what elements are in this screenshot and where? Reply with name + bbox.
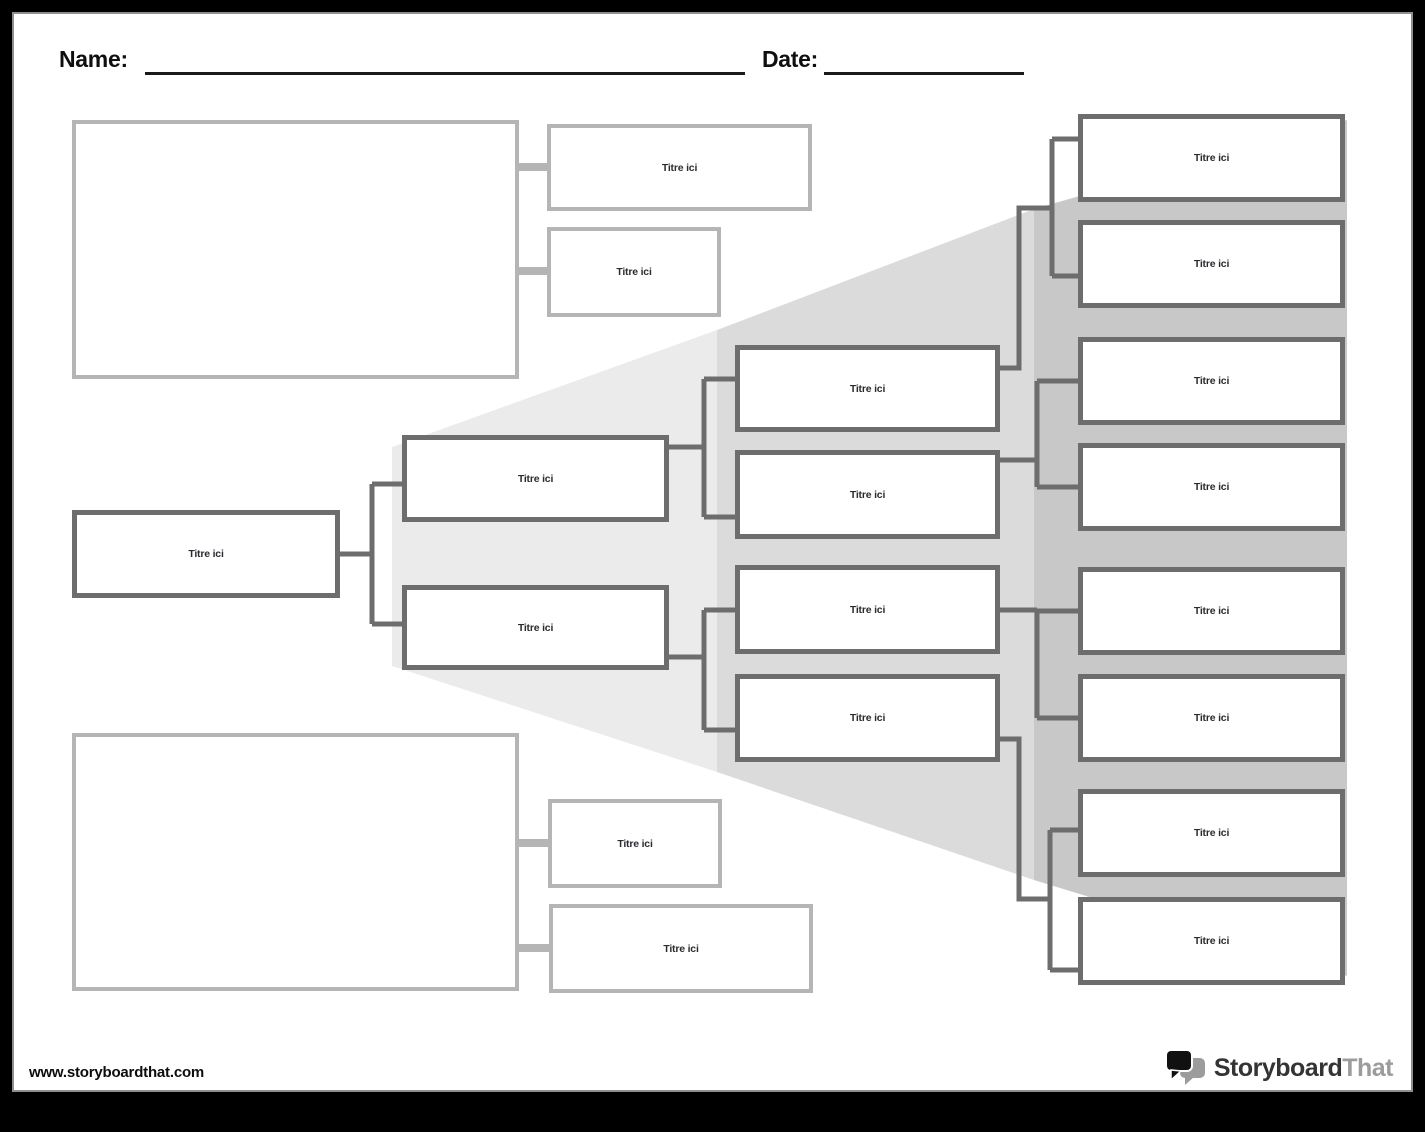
tree-l4-box-7[interactable]: Titre ici	[1078, 789, 1345, 877]
tree-l4-box-6[interactable]: Titre ici	[1078, 674, 1345, 762]
tree-l2-box-1-label: Titre ici	[517, 472, 554, 485]
tree-l3-box-3[interactable]: Titre ici	[735, 565, 1000, 654]
tree-l3-box-2[interactable]: Titre ici	[735, 450, 1000, 539]
notes-box-top[interactable]	[72, 120, 519, 379]
logo-part-that: That	[1342, 1053, 1393, 1082]
date-fill-line	[824, 50, 1024, 75]
tree-l3-box-3-label: Titre ici	[849, 603, 886, 616]
annex-connectors	[517, 163, 551, 952]
notes-box-bottom[interactable]	[72, 733, 519, 991]
wedge-mid	[717, 209, 1034, 880]
annex-bottom-box-2[interactable]: Titre ici	[549, 904, 813, 993]
annex-top-box-2-label: Titre ici	[616, 266, 652, 278]
tree-root-label: Titre ici	[188, 548, 224, 560]
tree-l4-box-2-label: Titre ici	[1193, 258, 1230, 270]
wedge-dark	[1034, 120, 1347, 976]
date-label: Date:	[762, 46, 819, 72]
speech-bubbles-icon	[1164, 1049, 1205, 1085]
tree-l2-box-2-label: Titre ici	[517, 621, 554, 634]
tree-l3-box-2-label: Titre ici	[849, 488, 886, 501]
tree-l4-box-5[interactable]: Titre ici	[1078, 567, 1345, 655]
storyboardthat-logo: StoryboardThat	[1164, 1049, 1394, 1087]
template-page: Name: Date: Titre ici Titre ici T	[12, 12, 1413, 1092]
tree-l4-box-8[interactable]: Titre ici	[1078, 897, 1345, 985]
tree-l3-box-4[interactable]: Titre ici	[735, 674, 1000, 762]
wedge-light	[392, 330, 717, 772]
tree-l4-box-3-label: Titre ici	[1193, 375, 1230, 387]
annex-bottom-box-2-label: Titre ici	[663, 942, 699, 955]
name-label: Name:	[59, 46, 128, 72]
tree-l4-box-1-label: Titre ici	[1193, 152, 1230, 164]
tree-l2-box-2[interactable]: Titre ici	[402, 585, 669, 670]
annex-bottom-box-1-label: Titre ici	[617, 837, 653, 850]
tree-l4-box-7-label: Titre ici	[1193, 827, 1230, 839]
website-url: www.storyboardthat.com	[29, 1064, 205, 1081]
tree-l2-box-1[interactable]: Titre ici	[402, 435, 669, 522]
tree-connectors	[338, 136, 1080, 973]
annex-top-box-1-label: Titre ici	[661, 161, 698, 174]
tree-l4-box-4[interactable]: Titre ici	[1078, 443, 1345, 531]
logo-wordmark: StoryboardThat	[1213, 1053, 1394, 1083]
annex-top-box-2[interactable]: Titre ici	[547, 227, 721, 317]
tree-root-box[interactable]: Titre ici	[72, 510, 340, 598]
tree-l4-box-2[interactable]: Titre ici	[1078, 220, 1345, 308]
tree-l4-box-1[interactable]: Titre ici	[1078, 114, 1345, 202]
annex-top-box-1[interactable]: Titre ici	[547, 124, 812, 211]
annex-bottom-box-1[interactable]: Titre ici	[548, 799, 722, 888]
tree-l4-box-5-label: Titre ici	[1193, 605, 1230, 617]
tree-l3-box-1[interactable]: Titre ici	[735, 345, 1000, 432]
logo-part-storyboard: Storyboard	[1213, 1053, 1343, 1082]
tree-l3-box-1-label: Titre ici	[849, 382, 886, 395]
tree-l4-box-3[interactable]: Titre ici	[1078, 337, 1345, 425]
tree-l4-box-6-label: Titre ici	[1193, 712, 1230, 724]
name-fill-line	[145, 50, 745, 75]
tree-l3-box-4-label: Titre ici	[849, 712, 886, 724]
tree-l4-box-8-label: Titre ici	[1193, 935, 1230, 947]
tree-l4-box-4-label: Titre ici	[1193, 481, 1230, 493]
